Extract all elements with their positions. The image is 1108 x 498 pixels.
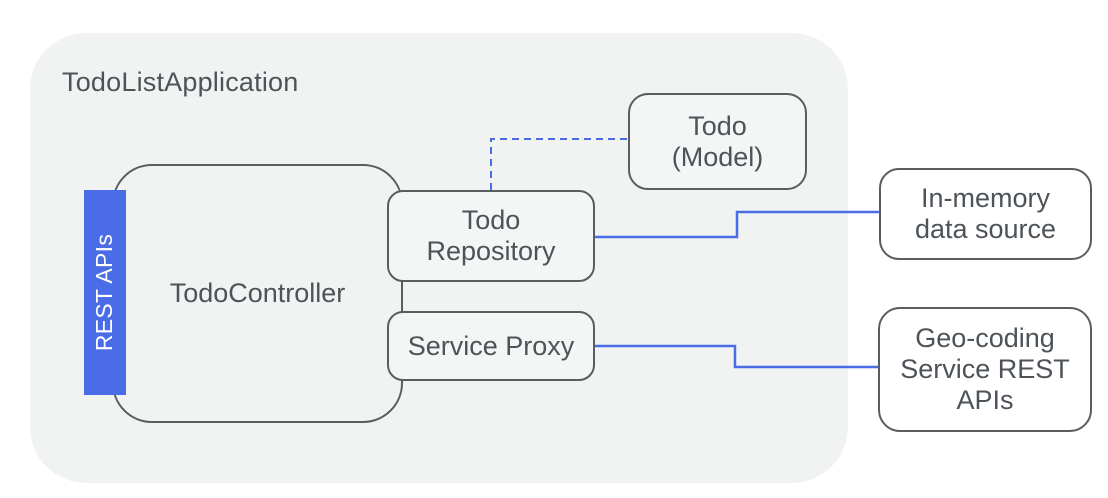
todo-model-label-line1: Todo xyxy=(688,110,747,141)
todo-controller-label: TodoController xyxy=(169,278,346,308)
todo-controller-box: TodoController xyxy=(112,164,403,423)
in-memory-label-line2: data source xyxy=(914,214,1057,244)
container-title: TodoListApplication xyxy=(62,67,299,97)
rest-apis-label: REST APIs xyxy=(91,233,118,352)
service-proxy-box: Service Proxy xyxy=(387,311,595,381)
geocoding-label-line3: APIs xyxy=(956,385,1014,415)
todo-repository-box: Todo Repository xyxy=(387,190,595,282)
service-proxy-label: Service Proxy xyxy=(407,330,575,361)
geocoding-service-box: Geo-coding Service REST APIs xyxy=(878,307,1092,432)
todo-repository-label-line2: Repository xyxy=(426,236,556,266)
rest-apis-tag: REST APIs xyxy=(84,190,126,395)
todo-repository-label-line1: Todo xyxy=(461,205,521,235)
in-memory-data-source-box: In-memory data source xyxy=(879,168,1092,260)
todo-model-box: Todo (Model) xyxy=(628,93,807,190)
todo-model-label-line2: (Model) xyxy=(671,141,764,172)
geocoding-label-line1: Geo-coding xyxy=(915,323,1055,353)
in-memory-label-line1: In-memory xyxy=(920,183,1050,213)
geocoding-label-line2: Service REST xyxy=(900,354,1070,384)
